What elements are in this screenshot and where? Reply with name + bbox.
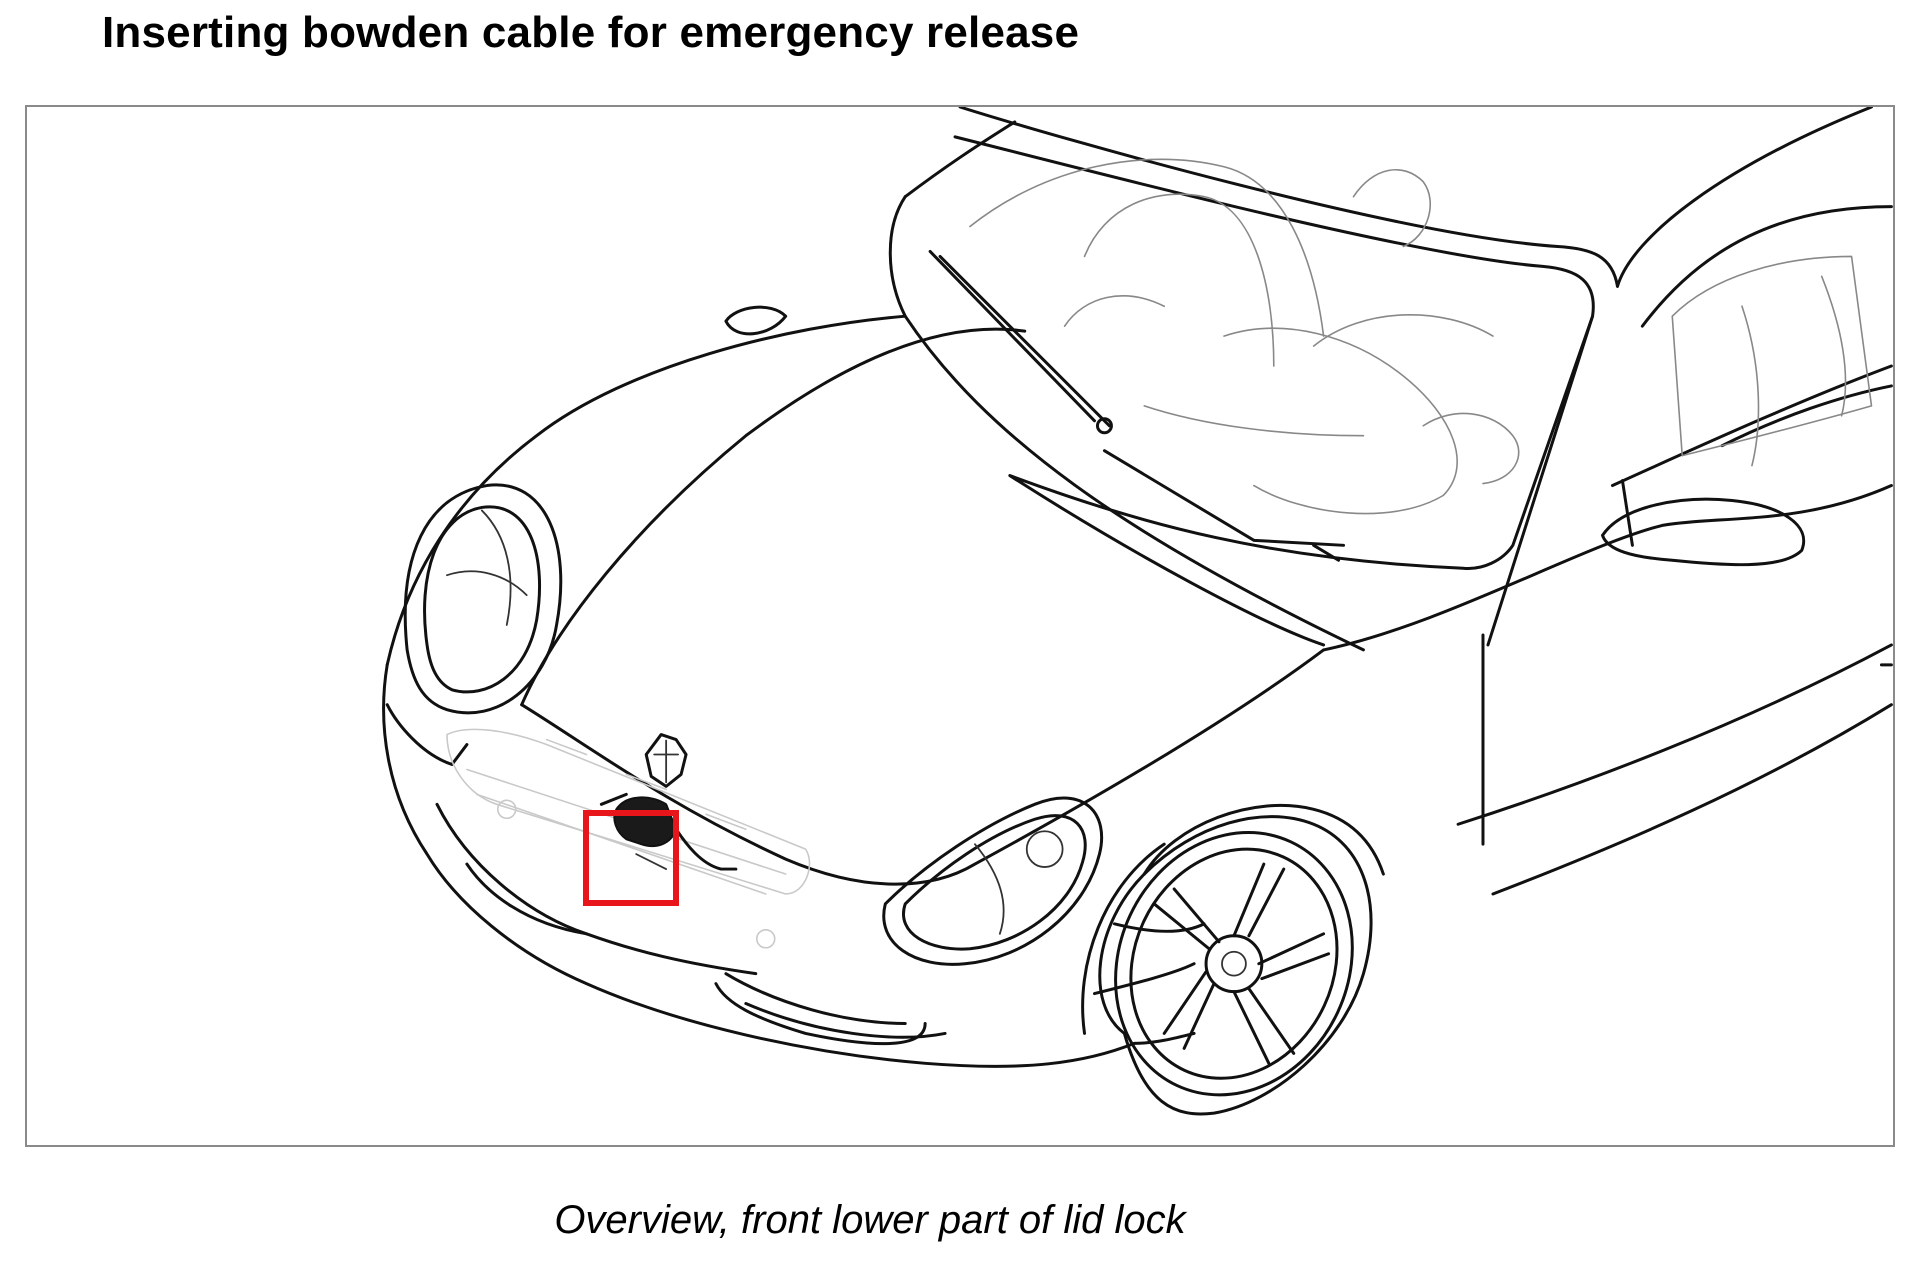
car-illustration xyxy=(382,107,1893,1116)
right-headlight xyxy=(882,796,1104,966)
left-headlight xyxy=(403,483,563,715)
car-interior xyxy=(969,158,1873,515)
windshield-frame xyxy=(888,107,1893,652)
car-body xyxy=(382,305,1893,1068)
side-mirror xyxy=(1601,479,1805,567)
hood-crest-icon xyxy=(644,733,688,788)
windshield-wipers xyxy=(928,249,1346,562)
lock-mechanism xyxy=(599,792,738,871)
figure-frame xyxy=(25,105,1895,1147)
highlight-box xyxy=(583,810,679,906)
page-title: Inserting bowden cable for emergency rel… xyxy=(102,8,1080,57)
figure-caption: Overview, front lower part of lid lock xyxy=(554,1198,1186,1242)
front-wheel xyxy=(1081,804,1385,1116)
